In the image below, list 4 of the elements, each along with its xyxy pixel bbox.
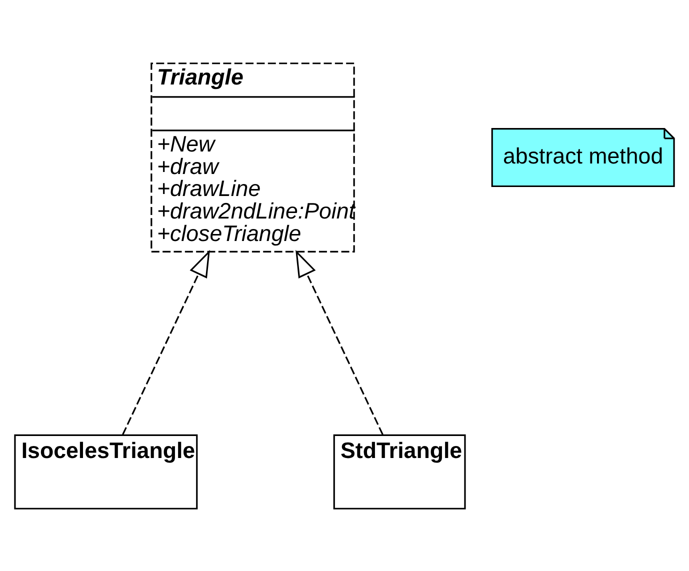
arrow <box>122 249 210 434</box>
node-box: IsocelesTriangle <box>14 434 198 509</box>
node-box: StdTriangle <box>333 434 466 509</box>
arrow <box>296 249 384 434</box>
